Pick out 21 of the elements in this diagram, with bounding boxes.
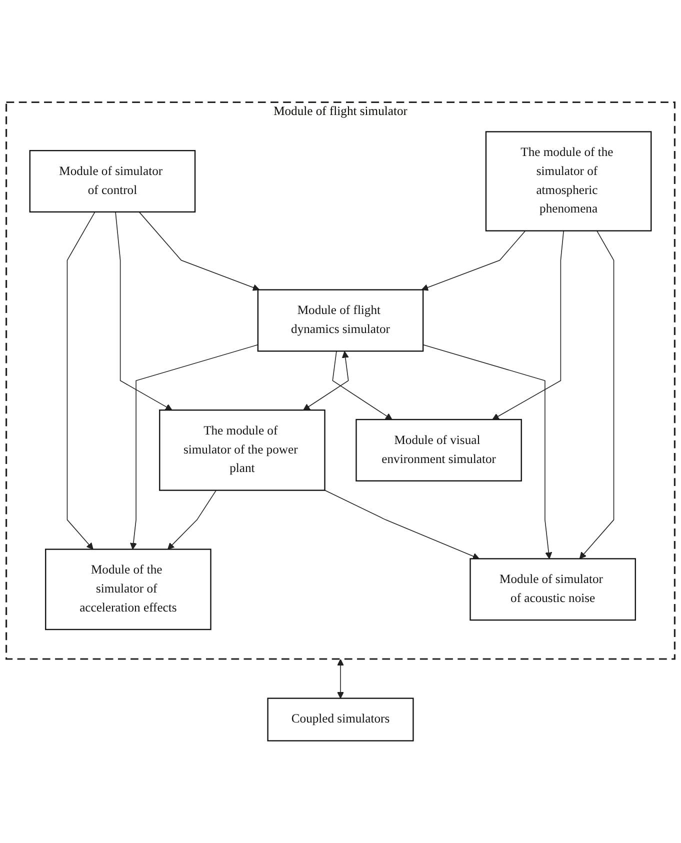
node-box: Module of visual environment simulator xyxy=(356,418,522,482)
arrow xyxy=(324,490,480,560)
arrow xyxy=(115,212,172,410)
node-box: Coupled simulators xyxy=(267,698,414,742)
arrow xyxy=(332,350,392,420)
arrow xyxy=(168,490,217,550)
arrow xyxy=(138,212,260,291)
arrow xyxy=(303,351,349,410)
node-box: Module of simulator of control xyxy=(29,150,196,213)
arrow xyxy=(421,230,526,291)
arrow xyxy=(579,230,614,560)
node-box: The module of simulator of the power plant xyxy=(159,410,326,491)
arrow xyxy=(130,344,258,550)
arrow xyxy=(492,230,564,420)
node-box: The module of the simulator of atmospheric phenomena xyxy=(485,131,652,232)
arrow xyxy=(66,212,96,550)
node-box: Module of simulator of acoustic noise xyxy=(470,558,636,621)
node-box: Module of flight dynamics simulator xyxy=(257,289,424,352)
arrow xyxy=(337,658,344,699)
node-box: Module of the simulator of acceleration effects xyxy=(45,548,212,630)
arrow xyxy=(422,344,552,560)
